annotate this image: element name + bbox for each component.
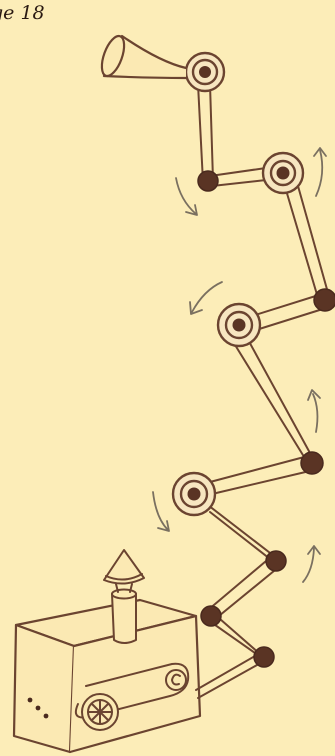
- rotate-arrow-icon: [308, 390, 320, 432]
- rotate-arrow-icon: [314, 148, 326, 196]
- rotate-arrow-icon: [176, 178, 197, 215]
- rotate-arrow-icon: [190, 282, 222, 314]
- ring-joint-a: [173, 473, 215, 515]
- rotation-arrows: [153, 148, 326, 582]
- pulley-icon: [166, 670, 186, 690]
- horn-funnel-icon: [97, 33, 186, 79]
- rotate-arrow-icon: [303, 546, 320, 582]
- fan-wheel-icon: [82, 694, 118, 730]
- ring-joint-c: [263, 153, 303, 193]
- rotate-arrow-icon: [153, 492, 169, 531]
- ring-joint-b: [218, 304, 260, 346]
- ring-joint-d: [186, 53, 224, 91]
